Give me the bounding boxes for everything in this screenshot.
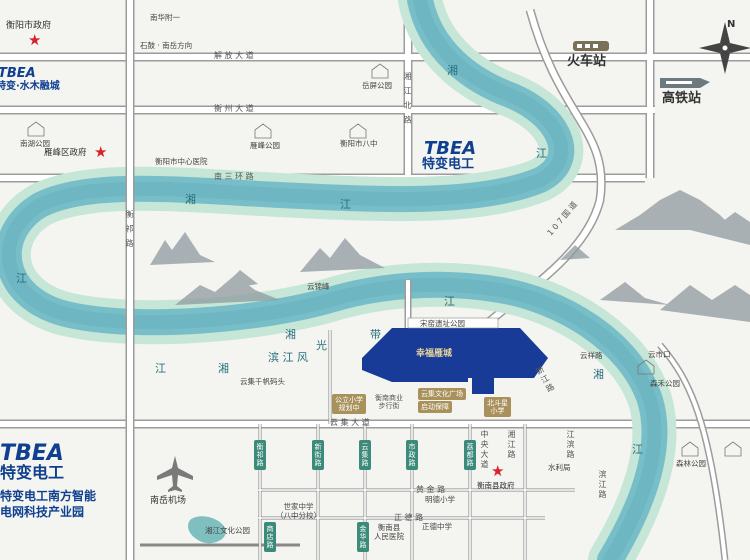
train-station-label: 火车站 [567, 54, 607, 69]
road-label-hengzhou: 衡 州 大 道 [214, 104, 254, 113]
park-icons [27, 63, 742, 457]
road-label-zhongyang: 中央大道 [480, 430, 489, 470]
hengnan-gov-label: 衡南县政府 [477, 481, 515, 490]
tbea-caption: 特变电工 [0, 463, 65, 482]
road-tag-yunji: 云集路 [359, 440, 371, 470]
road-tag-shizheng: 市政路 [406, 440, 418, 470]
road-label-shigu: 石鼓 · 南岳方向 [140, 41, 193, 50]
tbea-caption: 特变电工 [422, 157, 475, 172]
hengnan-gov-star-icon: ★ [491, 462, 505, 480]
tag-yunji-square: 云集文化广场 [418, 388, 466, 401]
road-label-xiangjiang: 湘江路 [507, 430, 516, 460]
road-label-jiangbin: 江滨路 [566, 430, 575, 460]
high-speed-rail-icon [660, 78, 710, 88]
river-char: 光 [316, 339, 327, 352]
poi-yunji-city: 云市口 [648, 350, 671, 359]
compass-icon [699, 22, 750, 74]
ink-mountains [150, 190, 750, 322]
tbea-park-line1: 特变电工南方智能 [0, 489, 97, 503]
train-station-icon [573, 41, 609, 51]
river-char: 湘 [185, 193, 196, 206]
poi-mingde: 明德小学 [425, 495, 455, 504]
tbea-logo: TBEA [0, 66, 36, 81]
project-site [362, 317, 548, 394]
north-label: N [727, 19, 736, 30]
road-tag-xinjie: 新街路 [312, 440, 324, 470]
poi-central-hospital: 衡阳市中心医院 [155, 157, 208, 166]
poi-song-park: 宋窑遗址公园 [420, 319, 465, 328]
poi-yanfeng-park: 雁峰公园 [250, 141, 280, 150]
road-label-huangjin: 黄 金 路 [416, 485, 446, 494]
poi-senlin-park: 森林公园 [676, 459, 706, 468]
road-label-binjiang: 滨江路 [598, 470, 607, 500]
river-char: 湘 [285, 328, 296, 341]
road-tag-shangdian: 商店路 [264, 522, 276, 552]
river-char: 江 [444, 295, 455, 308]
lake [188, 516, 226, 544]
road-label-zhengde: 正 德 路 [394, 513, 424, 522]
project-name: 幸福雁城 [416, 349, 453, 359]
tbea-logo: TBEA [424, 138, 477, 159]
poi-shijia: 世家中学 （八中分校） [276, 502, 321, 520]
tbea-logo: TBEA [0, 441, 64, 466]
poi-senhuo-park: 森禾公园 [650, 379, 680, 388]
river-char: 带 [370, 328, 381, 341]
poi-shuili: 水利局 [548, 463, 571, 472]
road-label-yunxiang: 云祥路 [580, 351, 603, 360]
river-char: 湘 [218, 362, 229, 375]
hsr-station-label: 高铁站 [662, 91, 702, 106]
river-char: 江 [536, 147, 547, 160]
road-tag-jinhua: 金华路 [357, 522, 369, 552]
river-char: 江 [155, 362, 166, 375]
yanfeng-gov-star-icon: ★ [94, 143, 108, 161]
poi-yunji-tower: 云集千帆码头 [240, 377, 285, 386]
yanfeng-gov-label: 雁峰区政府 [44, 148, 87, 158]
river-label-binjiang: 滨 江 风 [268, 351, 308, 364]
city-gov-star-icon: ★ [28, 31, 42, 49]
airport-label: 南岳机场 [150, 496, 187, 506]
airplane-icon [157, 456, 193, 492]
river-char: 江 [632, 443, 643, 456]
poi-nanhu-park: 南湖公园 [20, 139, 50, 148]
poi-yunqi-peak: 云锦峰 [307, 282, 330, 291]
xiang-river [0, 0, 677, 560]
road-tag-lidu: 荔都路 [464, 440, 476, 470]
tag-commercial-street: 衡南商业 步行街 [375, 394, 403, 411]
road-label-xiangjiang-north: 湘 江 北 路 [403, 72, 412, 126]
road-tag-hengqi: 衡祁路 [254, 440, 266, 470]
road-label-nansan: 南 三 环 路 [214, 172, 254, 181]
road-label-jiefang: 解 放 大 道 [214, 51, 254, 60]
river-char: 湘 [593, 368, 604, 381]
poi-hengyang-8th: 衡阳市八中 [340, 139, 378, 148]
tag-public-school: 公立小学 规划中 [332, 394, 366, 415]
poi-hengnan-hospital: 衡南县 人民医院 [374, 523, 404, 541]
tag-beidou-school: 北斗星 小学 [484, 397, 511, 418]
poi-zhengde-middle: 正德中学 [422, 522, 452, 531]
road-label-hengqi: 衡 祁 路 [125, 210, 134, 250]
river-char: 江 [340, 198, 351, 211]
road-label-nanhua: 南华附一 [150, 13, 180, 22]
river-char: 江 [16, 272, 27, 285]
poi-yuefeng-park: 岳屏公园 [362, 81, 392, 90]
road-label-yunji-avenue: 云 集 大 道 [330, 418, 370, 427]
tbea-park-line2: 电网科技产业园 [0, 505, 85, 519]
tbea-caption: 特变·水木融城 [0, 81, 60, 92]
poi-xiangjiang-park: 湘江文化公园 [205, 526, 250, 535]
river-char: 湘 [447, 64, 458, 77]
city-gov-label: 衡阳市政府 [6, 21, 52, 31]
tag-start-zone: 启动保障 [418, 401, 452, 414]
